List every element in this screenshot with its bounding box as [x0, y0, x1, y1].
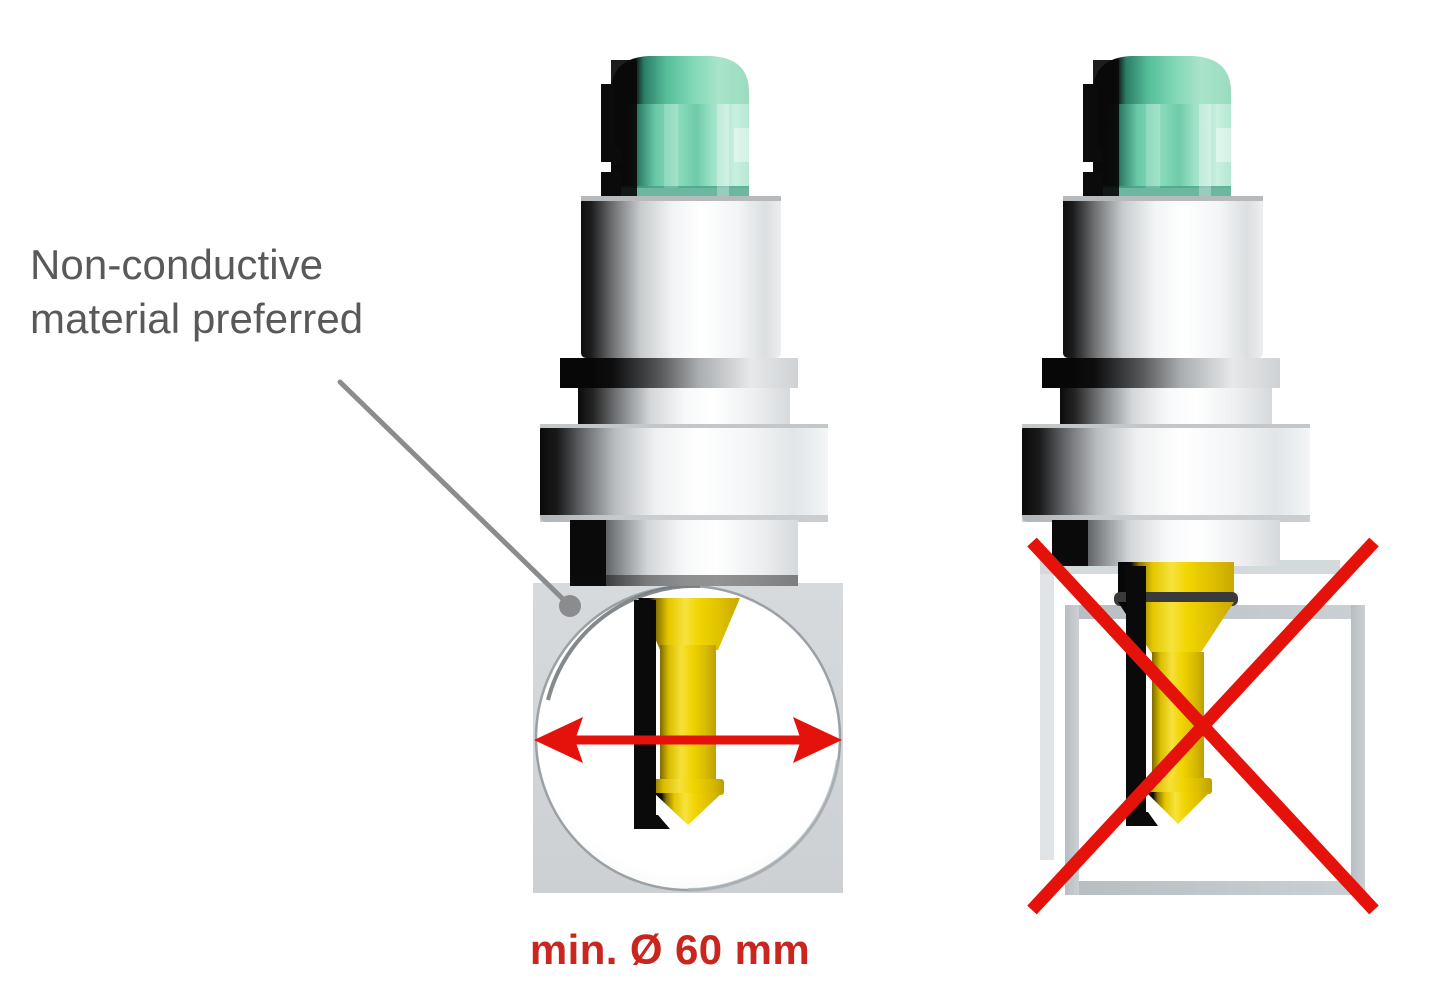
- mid-barrel: [1060, 388, 1272, 430]
- upper-barrel: [1063, 196, 1263, 358]
- connector-cap-green: [601, 56, 750, 198]
- dimension-caption: min. Ø 60 mm: [529, 926, 811, 973]
- dimension-arrow: [534, 717, 842, 763]
- upper-barrel: [581, 196, 781, 358]
- sensor-good: [533, 56, 843, 893]
- sensor-bad: [1022, 56, 1379, 915]
- lower-neck: [1052, 520, 1280, 566]
- hex-flange: [1022, 424, 1310, 522]
- probe-tip-yellow: [634, 598, 740, 829]
- connector-cap-green: [1083, 56, 1232, 198]
- step-ring-upper: [560, 358, 798, 388]
- hex-flange: [540, 424, 828, 522]
- callout-label: Non-conductive material preferred: [30, 241, 364, 342]
- step-ring-upper: [1042, 358, 1280, 388]
- reject-cross-icon: [1027, 537, 1379, 915]
- mid-barrel: [578, 388, 790, 430]
- callout-leader: [337, 379, 581, 617]
- lower-neck: [570, 520, 798, 586]
